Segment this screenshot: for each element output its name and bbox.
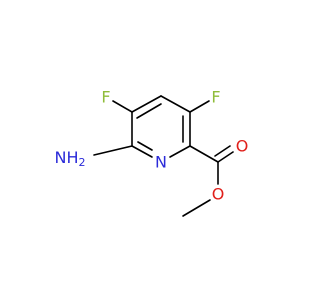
bond-c6-nh2 bbox=[93, 145, 133, 156]
bond-c5-f bbox=[112, 100, 133, 113]
atom-labels: F F NH2 N O O bbox=[55, 88, 249, 204]
bond-c4-c3 bbox=[131, 95, 162, 113]
bond-oester-methyl bbox=[182, 199, 211, 217]
fluorine-label: F bbox=[211, 88, 220, 107]
fluorine-label: F bbox=[101, 88, 110, 107]
bond-n-c6-double bbox=[137, 141, 153, 151]
bond-c1-n bbox=[169, 145, 191, 158]
fluorine-atom-top-left: F bbox=[101, 88, 110, 107]
bond-ccarboxyl-o-double bbox=[214, 145, 231, 157]
ester-oxygen-atom: O bbox=[212, 185, 225, 204]
fluorine-atom-top-right: F bbox=[211, 88, 220, 107]
amino-subscript: 2 bbox=[79, 156, 86, 169]
amino-label: NH2 bbox=[55, 148, 86, 169]
bond-c4-c3-double bbox=[136, 103, 162, 119]
amino-nh-text: NH bbox=[55, 148, 79, 167]
bond-c3-c2 bbox=[160, 95, 191, 113]
ring-nitrogen-label: N bbox=[155, 153, 167, 172]
amino-group: NH2 bbox=[55, 148, 86, 169]
carbonyl-oxygen-label: O bbox=[236, 137, 249, 156]
carbonyl-oxygen-atom: O bbox=[236, 137, 249, 156]
ring-nitrogen-atom: N bbox=[155, 153, 167, 172]
bond-n-c6 bbox=[131, 145, 153, 158]
bond-ccarboxyl-o bbox=[217, 151, 234, 163]
bonds bbox=[93, 95, 234, 217]
bond-c1-ccarboxyl bbox=[189, 145, 219, 163]
ester-oxygen-label: O bbox=[212, 185, 225, 204]
bond-c2-f bbox=[189, 100, 210, 113]
molecule-structure: F F NH2 N O O bbox=[55, 88, 249, 217]
